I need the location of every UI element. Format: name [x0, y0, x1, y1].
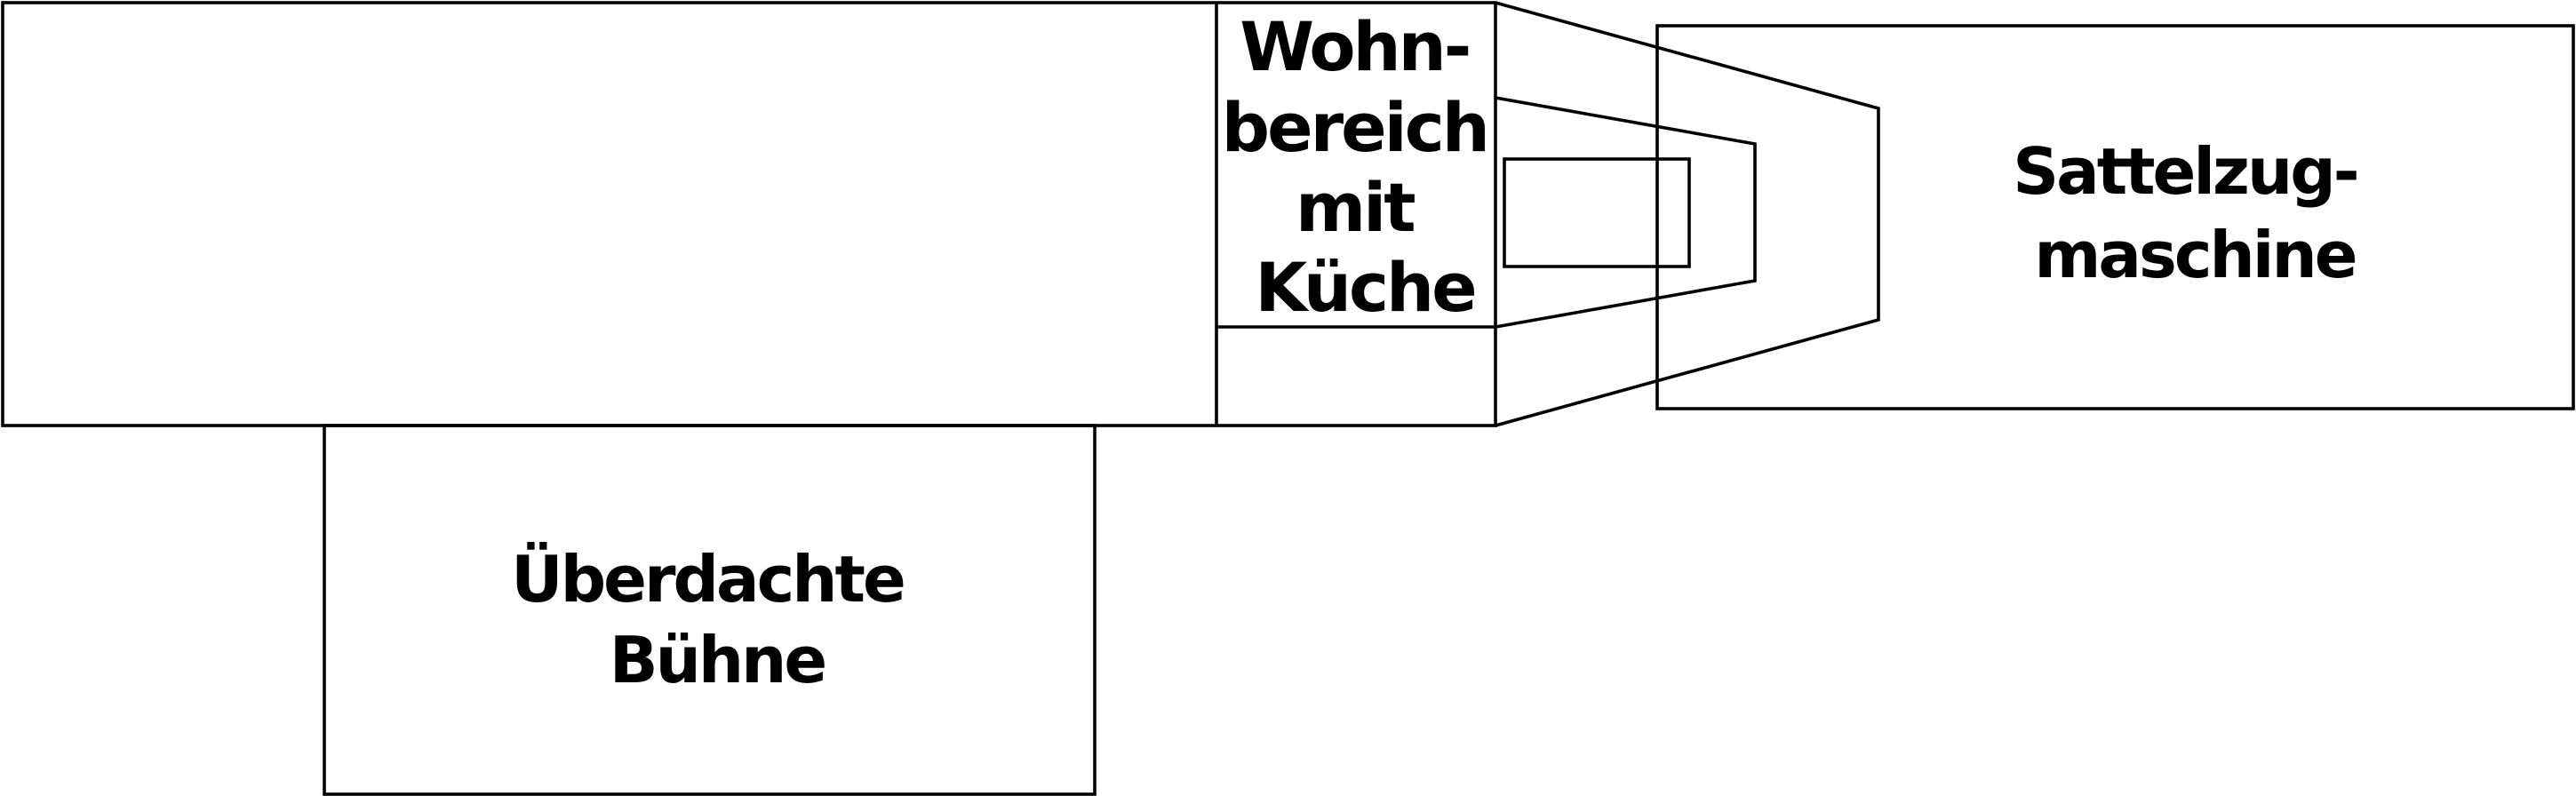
living-area-label: Wohn- bereich mit Küche	[1222, 7, 1509, 327]
tractor-label-line: maschine	[2034, 218, 2355, 292]
coupling-inner	[1495, 96, 1757, 329]
covered-stage	[323, 424, 1097, 796]
coupling-outer	[1495, 1, 1880, 427]
living-area-label-line: mit	[1296, 168, 1415, 247]
stage-label: Überdachte Bühne	[511, 542, 923, 697]
living-area-label-line: Küche	[1255, 248, 1474, 327]
tractor-label: Sattelzug- maschine	[2013, 134, 2376, 292]
living-area-label-line: Wohn-	[1240, 7, 1469, 86]
stage-label-line: Überdachte	[511, 542, 904, 617]
tractor-label-line: Sattelzug-	[2013, 134, 2357, 209]
stage-label-line: Bühne	[610, 623, 825, 697]
coupling-box	[1503, 157, 1691, 268]
tractor-unit	[1655, 24, 2575, 410]
living-area-label-line: bereich	[1222, 88, 1487, 167]
